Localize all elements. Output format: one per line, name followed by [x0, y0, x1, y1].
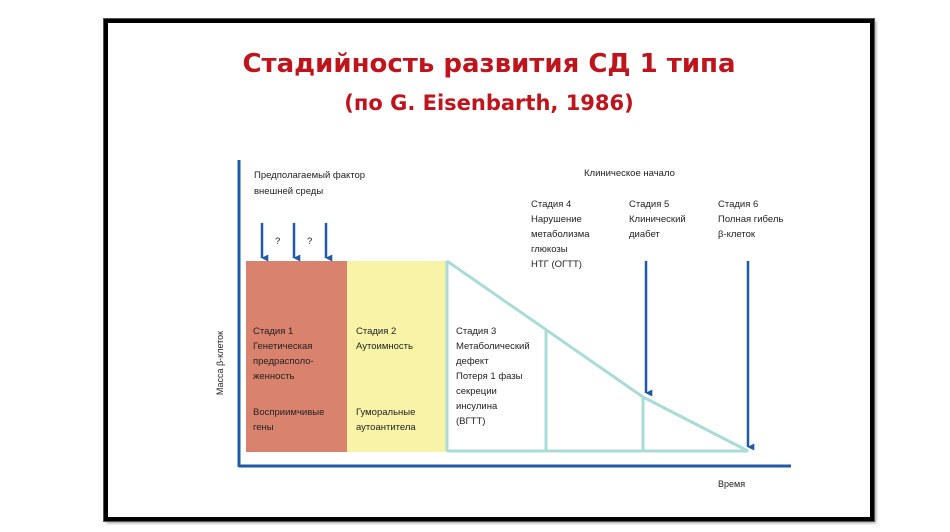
env-factor-label: Предполагаемый фактор внешней среды: [254, 170, 368, 197]
stage2-box: [347, 261, 447, 452]
stage3-label: Стадия 3 Метаболический дефект Потеря 1 …: [456, 326, 532, 427]
stage1-label: Стадия 1 Генетическая предрасполо- женно…: [253, 326, 316, 382]
clinical-onset-label: Клиническое начало: [584, 168, 675, 179]
slide-title: Стадийность развития СД 1 типа: [242, 49, 736, 79]
stage1-genes-label: Восприимчивые гены: [253, 407, 327, 433]
beta-cell-decline: [445, 259, 749, 453]
stage6-label: Стадия 6 Полная гибель β-клеток: [718, 199, 786, 240]
x-axis-label: Время: [718, 479, 745, 489]
stage2-label: Стадия 2 Аутоимность: [356, 326, 413, 352]
slide: Стадийность развития СД 1 типа (по G. Ei…: [104, 19, 874, 521]
question-mark-2: ?: [307, 236, 312, 247]
stage4-label: Стадия 4 Нарушение метаболизма глюкозы Н…: [531, 199, 592, 270]
y-axis-label: Масса β-клеток: [215, 331, 225, 395]
slide-subtitle: (по G. Eisenbarth, 1986): [344, 91, 634, 115]
stage1-box: [246, 261, 347, 452]
stages-diagram: ? ? Предполагаемый фактор внешней среды …: [215, 160, 791, 489]
question-mark-1: ?: [275, 236, 280, 247]
stage5-label: Стадия 5 Клинический диабет: [629, 199, 688, 240]
stage2-antibodies-label: Гуморальные аутоантитела: [356, 407, 418, 433]
